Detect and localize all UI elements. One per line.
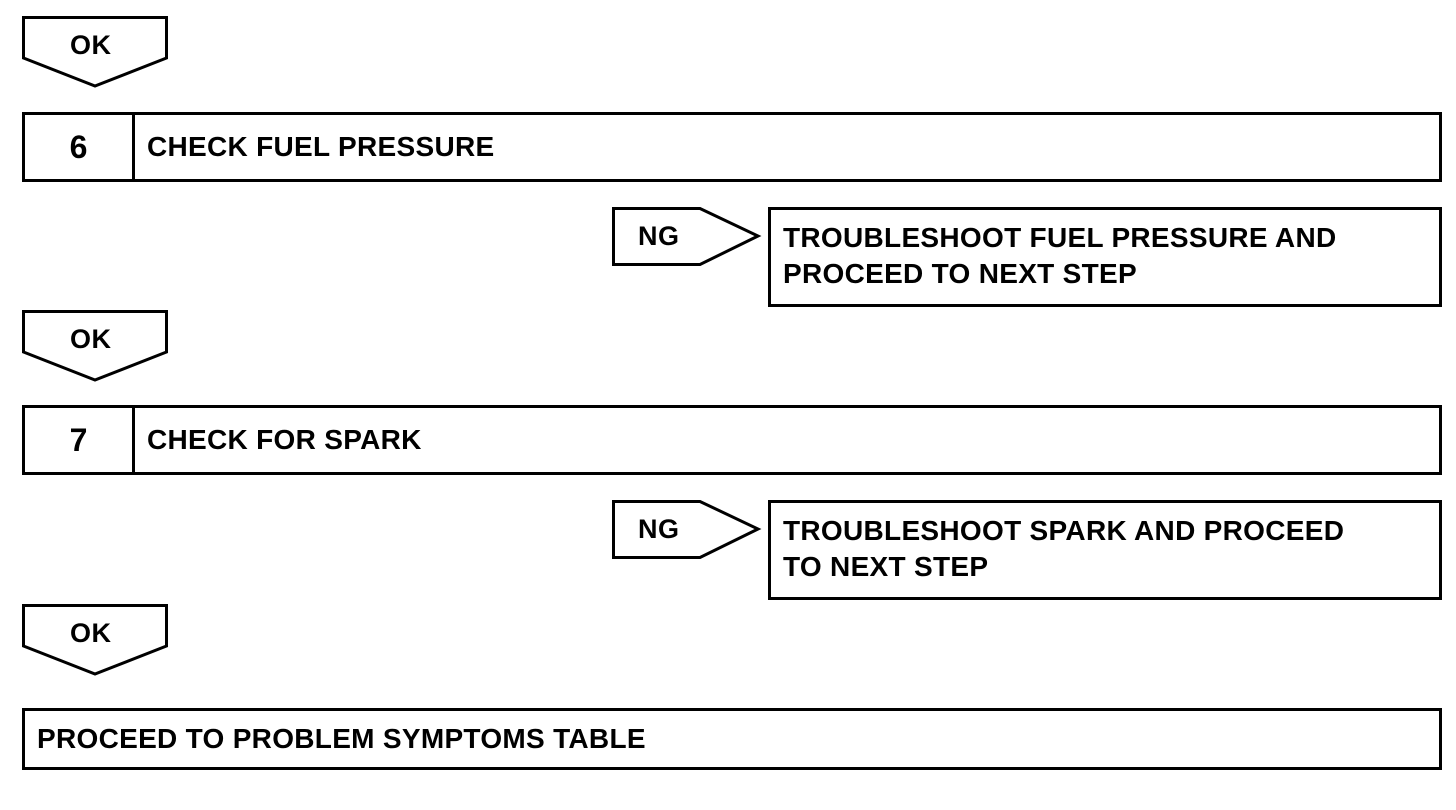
- step-title: CHECK FUEL PRESSURE: [147, 131, 495, 162]
- ng-arrow-1: NG: [612, 207, 762, 267]
- ng-action-line: TROUBLESHOOT FUEL PRESSURE AND: [783, 222, 1337, 253]
- step-6-box: 6 CHECK FUEL PRESSURE: [22, 112, 1442, 182]
- ng-label: NG: [638, 221, 680, 251]
- ok-arrow-shape: [22, 604, 168, 676]
- ok-arrow-shape: [22, 310, 168, 382]
- ng-label: NG: [638, 514, 680, 544]
- ok-label: OK: [70, 618, 112, 648]
- ng-action-box-2: TROUBLESHOOT SPARK AND PROCEED TO NEXT S…: [768, 500, 1442, 600]
- ng-action-line: PROCEED TO NEXT STEP: [783, 258, 1137, 289]
- step-title: CHECK FOR SPARK: [147, 424, 422, 455]
- step-7-box: 7 CHECK FOR SPARK: [22, 405, 1442, 475]
- ok-arrow-2: OK: [22, 310, 168, 384]
- final-action-text: PROCEED TO PROBLEM SYMPTOMS TABLE: [37, 723, 646, 754]
- ok-arrow-shape: [22, 16, 168, 88]
- ng-arrow-shape: [612, 500, 762, 559]
- step-number: 7: [25, 408, 135, 472]
- step-number: 6: [25, 115, 135, 179]
- ok-arrow-3: OK: [22, 604, 168, 678]
- ng-action-line: TO NEXT STEP: [783, 551, 989, 582]
- ng-action-line: TROUBLESHOOT SPARK AND PROCEED: [783, 515, 1345, 546]
- ng-action-box-1: TROUBLESHOOT FUEL PRESSURE AND PROCEED T…: [768, 207, 1442, 307]
- final-action-box: PROCEED TO PROBLEM SYMPTOMS TABLE: [22, 708, 1442, 770]
- ng-arrow-2: NG: [612, 500, 762, 560]
- ok-arrow-1: OK: [22, 16, 168, 90]
- ok-label: OK: [70, 324, 112, 354]
- ng-arrow-shape: [612, 207, 762, 266]
- ok-label: OK: [70, 30, 112, 60]
